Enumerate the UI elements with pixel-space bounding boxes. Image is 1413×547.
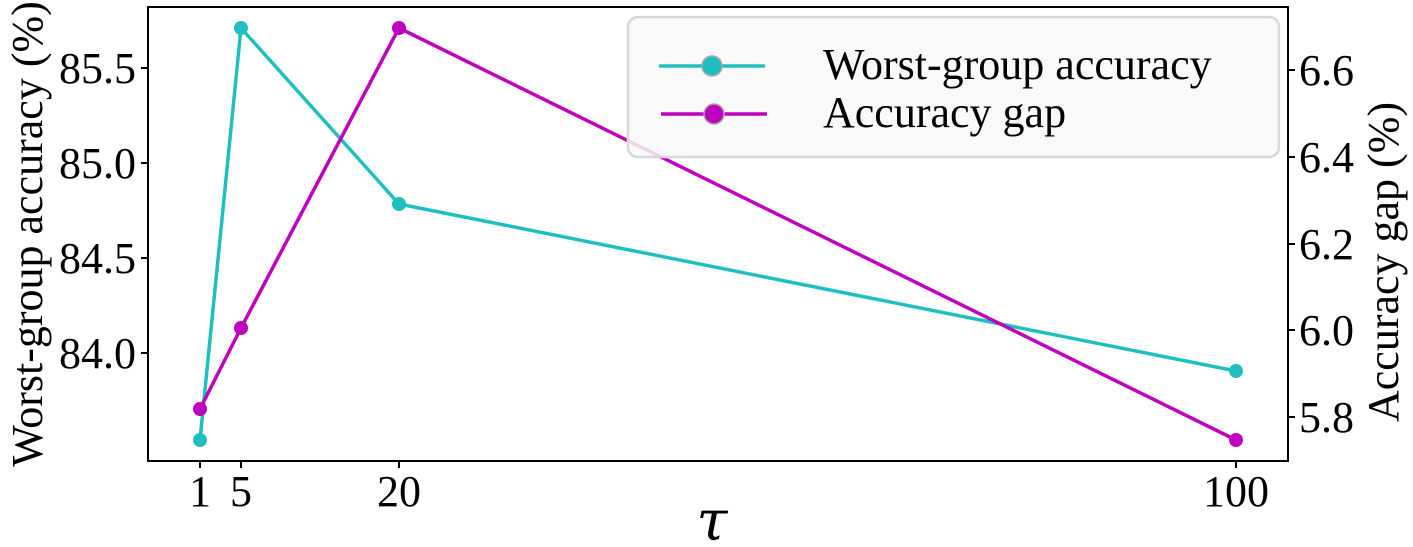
data-point [193, 402, 207, 416]
data-point [234, 21, 248, 35]
x-axis: 1 5 20 100 τ [189, 461, 1269, 547]
series-accuracy-gap [193, 21, 1243, 447]
y-left-tick-label: 85.0 [59, 139, 136, 188]
series-worst-group-accuracy [193, 21, 1243, 447]
x-tick-label: 20 [377, 467, 421, 516]
legend-marker-icon [701, 55, 723, 77]
y-right-tick-label: 5.8 [1299, 393, 1354, 442]
y-right-tick-label: 6.0 [1299, 306, 1354, 355]
legend-label: Worst-group accuracy [823, 40, 1212, 89]
data-point [193, 433, 207, 447]
y-right-axis-label: Accuracy gap (%) [1359, 102, 1408, 422]
legend-item-accuracy-gap: Accuracy gap [661, 88, 1066, 137]
plot-frame [147, 6, 1289, 462]
y-right-tick-label: 6.4 [1299, 133, 1354, 182]
y-left-tick-label: 84.5 [59, 234, 136, 283]
x-axis-label: τ [697, 489, 729, 547]
y-left-tick-label: 85.5 [59, 44, 136, 93]
data-point [234, 321, 248, 335]
data-point [1229, 364, 1243, 378]
x-tick-label: 100 [1203, 467, 1269, 516]
x-tick-label: 1 [189, 467, 211, 516]
data-point [1229, 433, 1243, 447]
y-left-tick-label: 84.0 [59, 329, 136, 378]
data-point [392, 21, 406, 35]
y-right-tick-label: 6.2 [1299, 220, 1354, 269]
legend: Worst-group accuracy Accuracy gap [626, 15, 1281, 159]
legend-marker-icon [703, 103, 725, 125]
y-right-axis: 6.6 6.4 6.2 6.0 5.8 Accuracy gap (%) [1288, 46, 1408, 442]
legend-label: Accuracy gap [823, 88, 1066, 137]
y-left-axis: 85.5 85.0 84.5 84.0 Worst-group accuracy… [3, 1, 148, 467]
legend-item-worst-group-accuracy: Worst-group accuracy [659, 40, 1212, 89]
y-left-axis-label: Worst-group accuracy (%) [3, 1, 52, 467]
x-tick-label: 5 [230, 467, 252, 516]
data-point [392, 197, 406, 211]
y-right-tick-label: 6.6 [1299, 46, 1354, 95]
